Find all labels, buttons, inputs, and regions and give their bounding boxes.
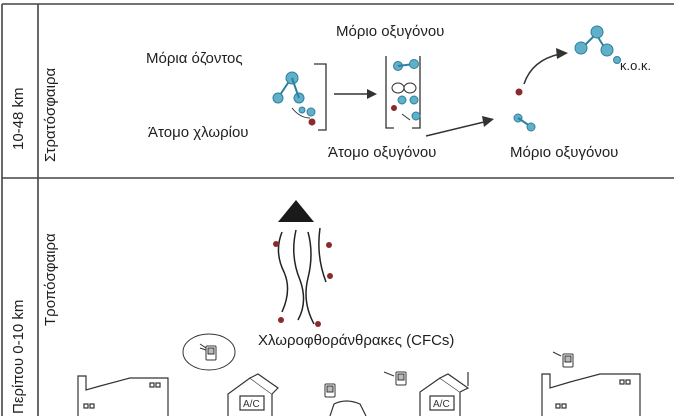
troposphere-name: Τροπόσφαιρα	[42, 233, 59, 326]
house-sign-2: A/C	[433, 399, 450, 410]
oxygen-atom-label: Άτομο οξυγόνου	[328, 144, 437, 161]
ozone-molecules-label: Μόρια όζοντος	[146, 50, 243, 67]
house-sign-1: A/C	[243, 399, 260, 410]
bracket-left	[314, 63, 327, 131]
cfc-rise	[273, 200, 333, 327]
buildings	[77, 372, 641, 416]
stratosphere-name: Στρατόσφαιρα	[42, 67, 59, 162]
intermediate-molecules	[385, 56, 421, 129]
stratosphere-altitude: 10-48 km	[10, 87, 27, 150]
apex-triangle	[278, 200, 314, 222]
oxygen-molecule-bottom-label: Μόριο οξυγόνου	[510, 144, 619, 161]
troposphere-altitude: Περίπου 0-10 km	[10, 299, 27, 414]
chlorine-atom-label: Άτομο χλωρίου	[148, 124, 249, 141]
spray-can-icons	[182, 333, 574, 398]
products	[513, 48, 568, 132]
frame	[1, 3, 674, 416]
cfcs-label: Χλωροφθοράνθρακες (CFCs)	[258, 332, 455, 349]
free-ozone	[574, 25, 621, 64]
arrow-2	[425, 116, 494, 137]
chlorine-atom-1	[291, 107, 316, 126]
arrow-1	[334, 89, 377, 99]
oxygen-molecule-top-label: Μόριο οξυγόνου	[336, 23, 445, 40]
ozone-molecules	[272, 71, 316, 117]
etc-label: κ.ο.κ.	[620, 58, 652, 73]
